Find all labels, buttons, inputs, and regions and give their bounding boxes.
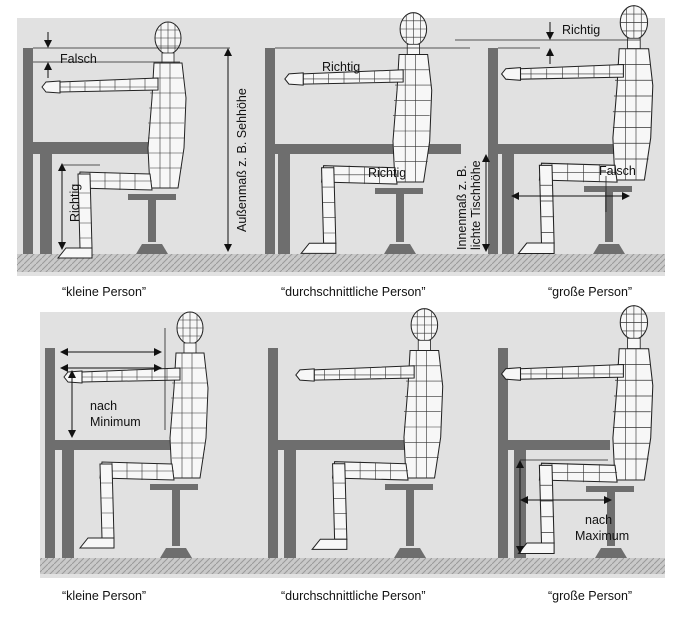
desk-leg (40, 154, 52, 254)
label-richtig-vertical: Richtig (68, 184, 82, 222)
chair-seat (375, 188, 423, 194)
desk-leg (502, 154, 514, 254)
chair-seat (584, 186, 632, 192)
chair-base (384, 244, 416, 254)
label-falsch: Falsch (60, 52, 97, 66)
chair-post (406, 490, 414, 546)
chair-seat (385, 484, 433, 490)
panel-bottom-durchschnittliche-person (268, 308, 444, 558)
label-falsch: Falsch (599, 164, 636, 178)
workstation-wall (45, 348, 55, 558)
label-innenmass-line2: lichte Tischhöhe (469, 160, 483, 250)
chair-seat (150, 484, 198, 490)
chair-post (605, 192, 613, 242)
desk-top (23, 142, 156, 154)
desk-top (265, 144, 461, 154)
chair-post (148, 200, 156, 242)
label-minimum: Minimum (90, 415, 141, 429)
label-richtig: Richtig (562, 23, 600, 37)
desk-top (498, 440, 610, 450)
desk-top (488, 144, 620, 154)
desk-leg (284, 450, 296, 558)
desk-top (268, 440, 436, 450)
workstation-wall (268, 348, 278, 558)
label-richtig-top: Richtig (322, 60, 360, 74)
label-nach: nach (585, 513, 612, 527)
desk-leg (278, 154, 290, 254)
workstation-wall (498, 348, 508, 558)
caption-bottom-kleine-person: “kleine Person” (62, 589, 146, 603)
caption-bottom-grosse-person: “große Person” (548, 589, 632, 603)
panel-bottom-kleine-person: nach Minimum (45, 311, 209, 558)
bottom-floor (40, 558, 665, 574)
chair-base (593, 244, 625, 254)
top-floor (17, 254, 665, 272)
top-row: Falsch Richtig Außenmaß z. B. Sehhöhe Ri… (17, 5, 665, 299)
bottom-row: nach Minimum nach Maximum (40, 305, 665, 603)
panel-bottom-grosse-person: nach Maximum (498, 305, 654, 558)
label-maximum: Maximum (575, 529, 629, 543)
chair-base (595, 548, 627, 558)
chair-post (607, 492, 615, 546)
label-richtig-bottom: Richtig (368, 166, 406, 180)
chair-seat (128, 194, 176, 200)
chair-seat (586, 486, 634, 492)
desk-leg (62, 450, 74, 558)
chair-base (394, 548, 426, 558)
desk-top (45, 440, 205, 450)
chair-base (160, 548, 192, 558)
caption-top-grosse-person: “große Person” (548, 285, 632, 299)
panel-top-kleine-person: Falsch Richtig Außenmaß z. B. Sehhöhe (23, 21, 249, 259)
caption-bottom-durchschnittliche-person: “durchschnittliche Person” (281, 589, 426, 603)
chair-base (136, 244, 168, 254)
chair-post (172, 490, 180, 546)
label-nach: nach (90, 399, 117, 413)
caption-top-durchschnittliche-person: “durchschnittliche Person” (281, 285, 426, 299)
label-aussenmass: Außenmaß z. B. Sehhöhe (235, 88, 249, 232)
label-innenmass-line1: Innenmaß z. B. (455, 165, 469, 250)
panel-top-durchschnittliche-person: Richtig Richtig (265, 12, 470, 254)
chair-post (396, 194, 404, 242)
caption-top-kleine-person: “kleine Person” (62, 285, 146, 299)
panel-top-grosse-person: Richtig Falsch Innenmaß z. B. lichte Tis… (455, 5, 654, 255)
